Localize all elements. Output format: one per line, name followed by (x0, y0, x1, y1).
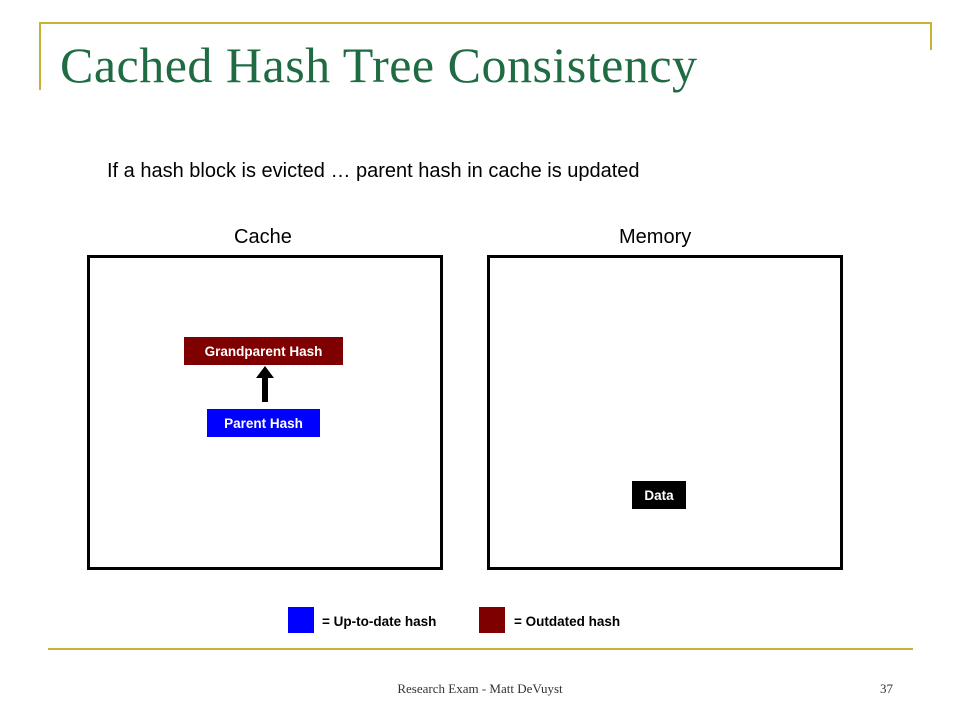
legend-uptodate-label: = Up-to-date hash (322, 614, 437, 629)
frame-line-tick (930, 22, 932, 50)
slide-subtitle: If a hash block is evicted … parent hash… (107, 160, 640, 182)
memory-box (487, 255, 843, 570)
memory-label: Memory (619, 226, 692, 248)
frame-line-horizontal (39, 22, 932, 24)
arrow-up-icon (256, 366, 274, 402)
cache-label: Cache (234, 226, 292, 248)
page-number: 37 (880, 681, 893, 696)
legend-outdated-label: = Outdated hash (514, 614, 621, 629)
frame-line-vertical (39, 22, 41, 90)
footer-text: Research Exam - Matt DeVuyst (397, 681, 563, 696)
footer-rule (48, 648, 913, 650)
legend-swatch-uptodate (288, 607, 314, 633)
grandparent-hash-node: Grandparent Hash (184, 337, 343, 365)
slide-title: Cached Hash Tree Consistency (60, 37, 698, 93)
data-node: Data (632, 481, 686, 509)
legend-swatch-outdated (479, 607, 505, 633)
parent-hash-node: Parent Hash (207, 409, 320, 437)
